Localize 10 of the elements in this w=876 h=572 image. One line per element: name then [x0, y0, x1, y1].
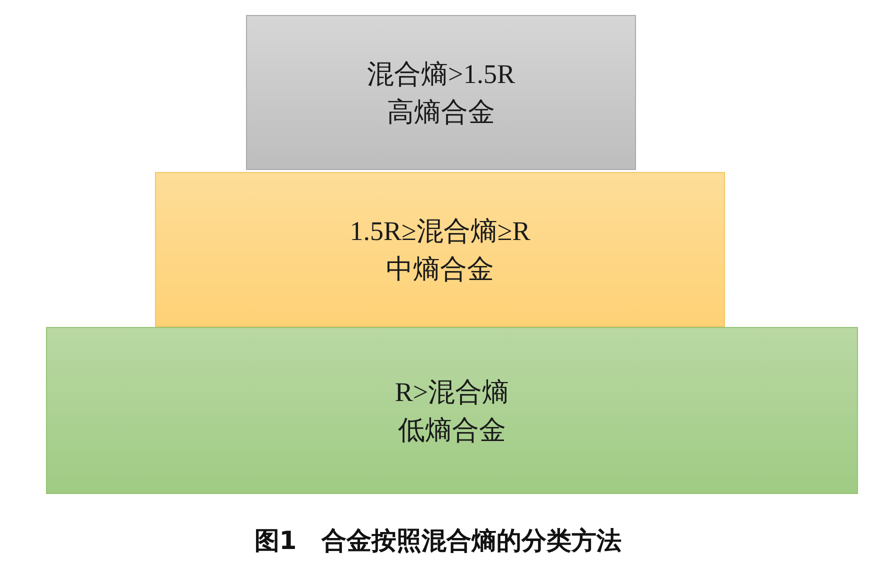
pyramid-tier [246, 15, 636, 170]
entropy-condition-text: R>混合熵 [394, 376, 510, 408]
figure-caption: 图1 合金按照混合熵的分类方法 [254, 526, 622, 555]
entropy-condition-text: 混合熵>1.5R [367, 58, 515, 90]
entropy-condition-text: 1.5R≥混合熵≥R [350, 214, 530, 248]
alloy-class-label: 低熵合金 [398, 414, 506, 446]
alloy-class-label: 中熵合金 [386, 252, 494, 286]
pyramid-tier [46, 327, 858, 494]
alloy-class-label: 高熵合金 [387, 96, 495, 128]
pyramid-tier [155, 172, 725, 327]
